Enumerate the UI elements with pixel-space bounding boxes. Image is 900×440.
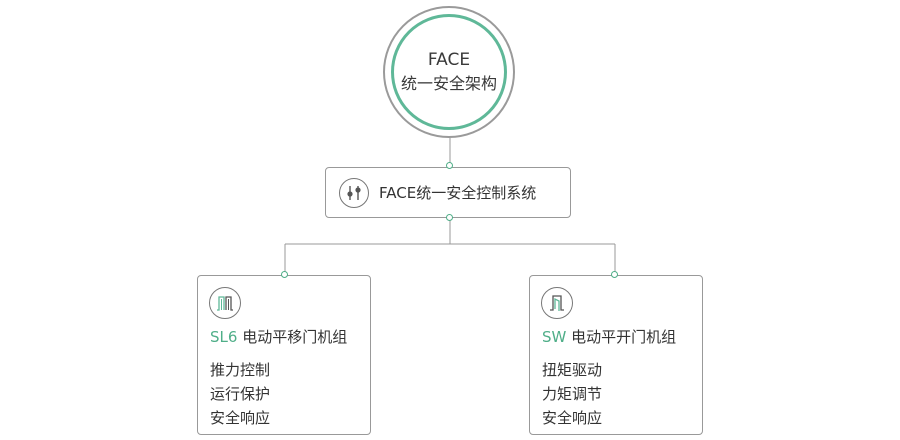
feature-item: 力矩调节 xyxy=(542,385,603,403)
unit-title: SL6 电动平移门机组 xyxy=(210,326,347,347)
connector-dot xyxy=(611,271,618,278)
unit-node-sliding: SL6 电动平移门机组 推力控制 运行保护 安全响应 xyxy=(197,275,371,435)
feature-item: 运行保护 xyxy=(210,385,271,403)
control-system-node: FACE统一安全控制系统 xyxy=(325,167,571,218)
unit-model-code: SL6 xyxy=(210,328,238,346)
connector-dot xyxy=(446,214,453,221)
root-subtitle: 统一安全架构 xyxy=(400,74,497,93)
unit-model-code: SW xyxy=(542,328,567,346)
sliding-door-icon xyxy=(209,287,241,319)
feature-item: 推力控制 xyxy=(210,361,271,379)
unit-title: SW 电动平开门机组 xyxy=(542,326,676,347)
control-system-label: FACE统一安全控制系统 xyxy=(379,184,537,202)
unit-node-swing: SW 电动平开门机组 扭矩驱动 力矩调节 安全响应 xyxy=(529,275,703,435)
swing-door-icon xyxy=(541,287,573,319)
connector-dot xyxy=(446,162,453,169)
connector-dot xyxy=(281,271,288,278)
root-node-inner-ring: FACE 统一安全架构 xyxy=(391,14,507,130)
feature-item: 安全响应 xyxy=(542,409,603,427)
feature-list: 推力控制 运行保护 安全响应 xyxy=(210,358,270,430)
unit-name: 电动平开门机组 xyxy=(571,328,677,346)
feature-item: 扭矩驱动 xyxy=(542,361,603,379)
unit-name: 电动平移门机组 xyxy=(242,328,348,346)
root-node: FACE 统一安全架构 xyxy=(383,6,515,138)
feature-item: 安全响应 xyxy=(210,409,271,427)
slider-adjust-icon xyxy=(339,177,369,208)
feature-list: 扭矩驱动 力矩调节 安全响应 xyxy=(542,358,602,430)
root-title: FACE xyxy=(427,50,471,70)
